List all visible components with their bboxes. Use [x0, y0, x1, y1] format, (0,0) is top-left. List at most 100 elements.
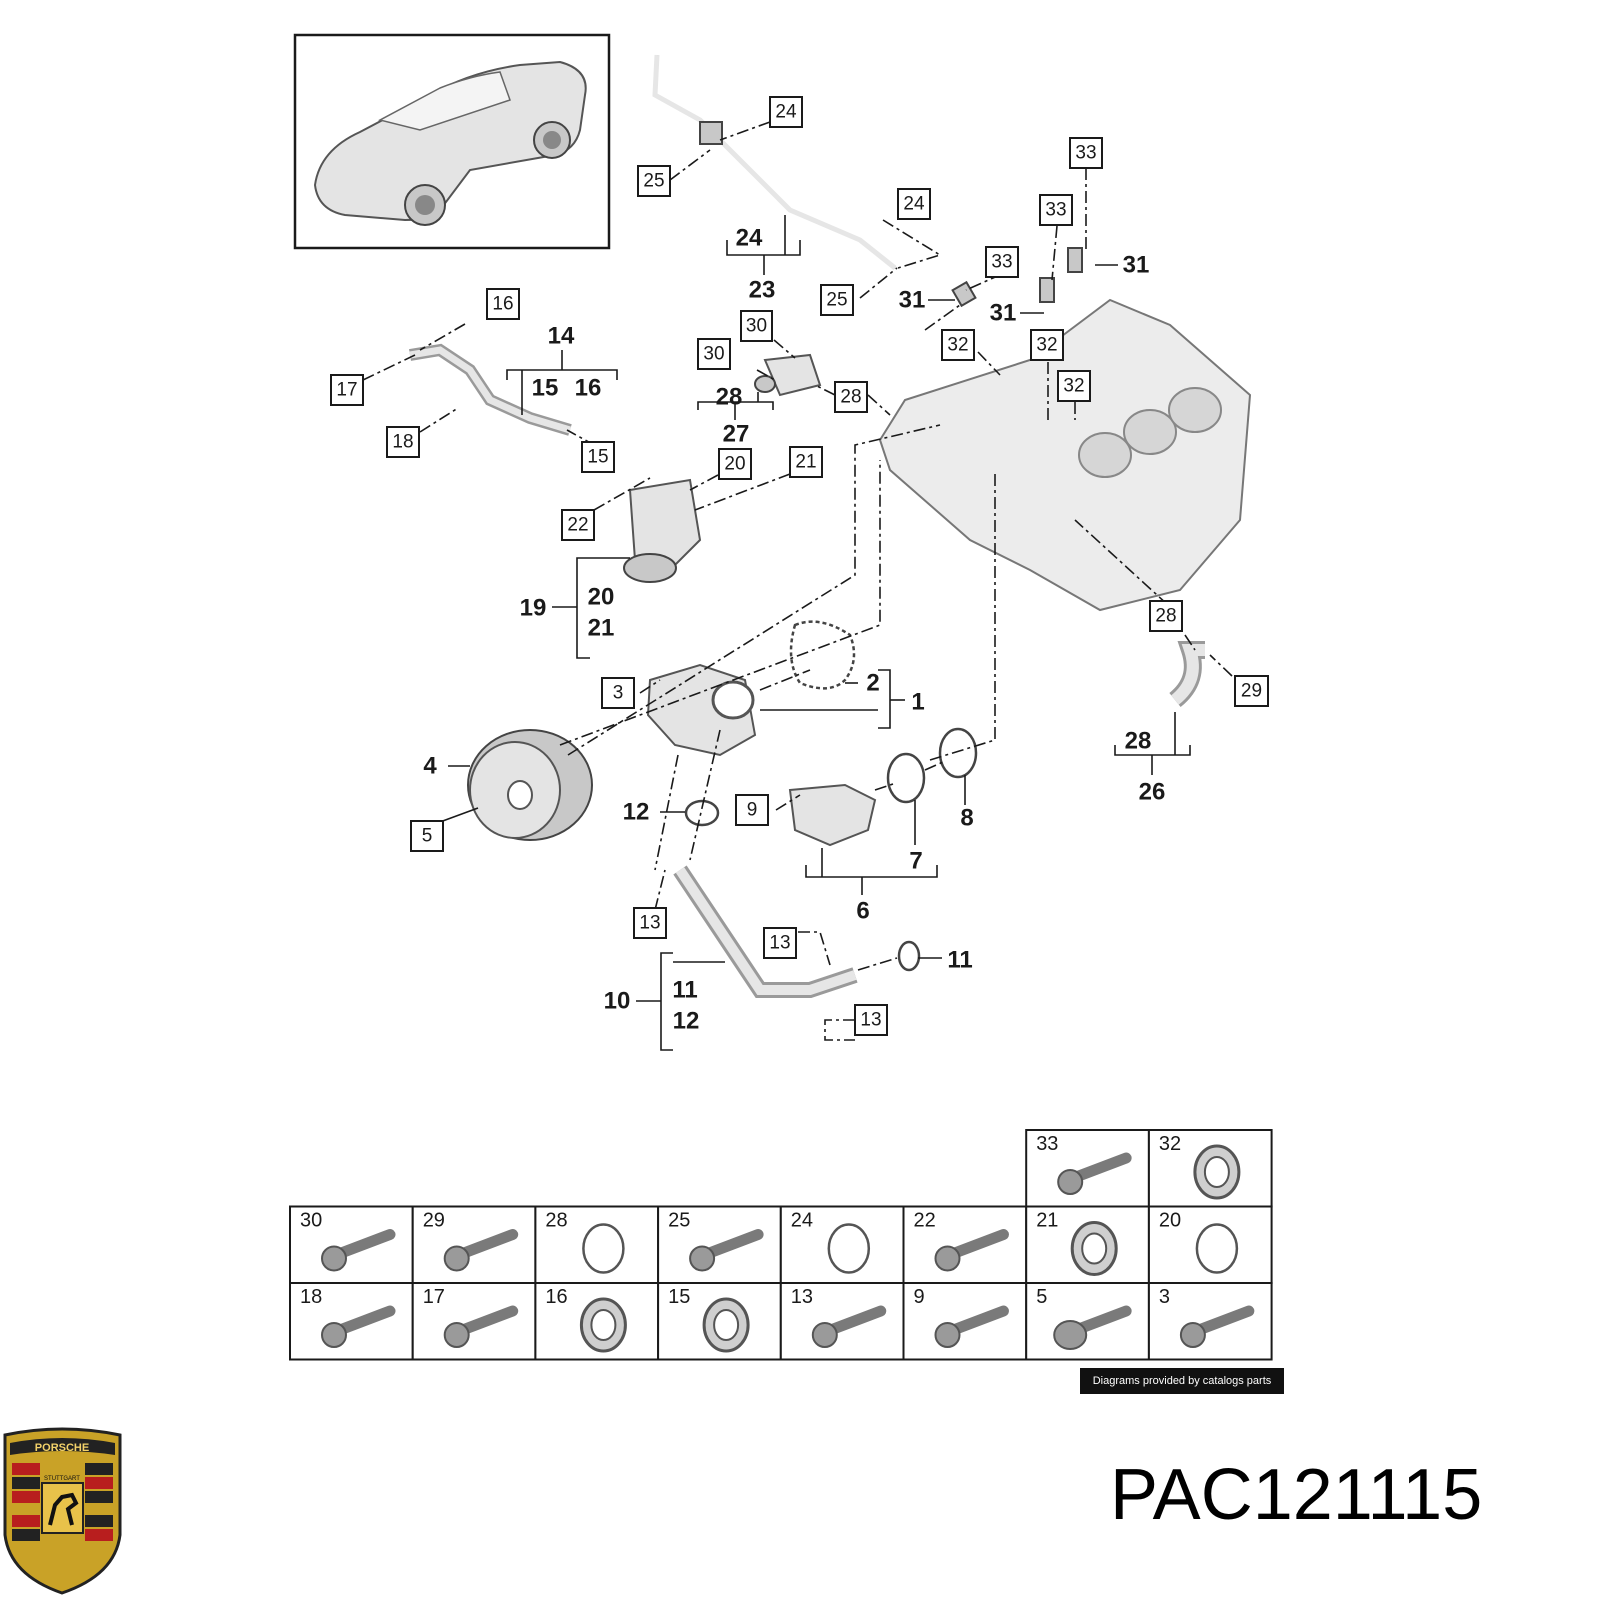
svg-text:STUTTGART: STUTTGART — [44, 1476, 80, 1482]
label-6: 6 — [856, 898, 869, 925]
label-31b: 31 — [990, 300, 1017, 327]
callout-16: 16 — [486, 288, 520, 320]
svg-text:22: 22 — [567, 515, 588, 536]
leader-lines — [362, 121, 1233, 1041]
hardware-item-number: 21 — [1036, 1210, 1058, 1232]
callout-32c: 32 — [1057, 370, 1091, 402]
callout-24b: 24 — [897, 188, 931, 220]
hardware-cell: 30 — [289, 1205, 414, 1284]
callout-15: 15 — [581, 441, 615, 473]
o-ring-8 — [938, 727, 978, 779]
seal-ring-icon — [702, 1297, 750, 1353]
label-1: 1 — [911, 689, 924, 716]
callout-32b: 32 — [1030, 329, 1064, 361]
svg-text:13: 13 — [860, 1010, 881, 1031]
svg-text:9: 9 — [747, 800, 758, 821]
hardware-item-number: 20 — [1159, 1210, 1181, 1232]
label-2: 2 — [866, 670, 879, 697]
callout-20: 20 — [718, 448, 752, 480]
hardware-cell: 33 — [1025, 1129, 1150, 1208]
svg-text:5: 5 — [422, 826, 433, 847]
hardware-item-number: 33 — [1036, 1133, 1058, 1155]
svg-text:32: 32 — [1036, 335, 1057, 356]
o-ring-11 — [897, 940, 921, 972]
hardware-cell: 18 — [289, 1282, 414, 1361]
bold-labels: 24 23 31 31 31 14 15 16 28 27 20 21 19 2… — [423, 225, 1165, 1035]
svg-text:21: 21 — [795, 452, 816, 473]
o-ring-12 — [684, 799, 720, 827]
label-26: 26 — [1139, 779, 1166, 806]
svg-text:32: 32 — [1063, 376, 1084, 397]
hardware-item-number: 9 — [914, 1286, 925, 1308]
bolt-icon — [934, 1305, 1009, 1348]
brand-crest-logo: PORSCHE STUTTGART — [3, 1427, 122, 1595]
hardware-cell: 15 — [657, 1282, 782, 1361]
bolt-icon — [321, 1229, 396, 1272]
o-ring-icon — [582, 1223, 625, 1274]
callout-29: 29 — [1234, 675, 1269, 707]
hardware-item-number: 13 — [791, 1286, 813, 1308]
label-19: 19 — [520, 595, 547, 622]
hardware-item-number: 25 — [668, 1210, 690, 1232]
pipe-10 — [673, 865, 858, 998]
svg-text:24: 24 — [775, 102, 797, 123]
callout-3: 3 — [601, 677, 635, 709]
label-27: 27 — [723, 421, 750, 448]
bracket-lines — [439, 215, 1191, 1051]
label-16: 16 — [575, 375, 602, 402]
svg-text:13: 13 — [769, 933, 790, 954]
svg-text:18: 18 — [392, 432, 413, 453]
label-31c: 31 — [1123, 252, 1150, 279]
label-14: 14 — [548, 323, 575, 350]
callout-28a: 28 — [834, 381, 868, 413]
label-12b: 12 — [673, 1008, 700, 1035]
flange-27 — [754, 353, 822, 397]
upper-coolant-pipe — [652, 54, 897, 270]
flange-bolt-icon — [1053, 1305, 1132, 1350]
callout-9: 9 — [735, 794, 769, 826]
callout-21: 21 — [789, 446, 823, 478]
hardware-cell: 24 — [779, 1205, 905, 1284]
vehicle-thumbnail — [293, 33, 611, 250]
callout-13a: 13 — [633, 907, 667, 939]
svg-text:20: 20 — [724, 454, 745, 475]
label-20: 20 — [588, 584, 615, 611]
hardware-cell: 21 — [1025, 1205, 1150, 1284]
o-ring-7 — [886, 752, 926, 804]
callout-32a: 32 — [941, 329, 975, 361]
o-ring-icon — [827, 1223, 871, 1274]
label-12a: 12 — [623, 799, 650, 826]
callout-18: 18 — [386, 426, 420, 458]
svg-text:33: 33 — [1045, 200, 1066, 221]
hardware-item-number: 30 — [300, 1210, 322, 1232]
gasket-2 — [789, 620, 856, 690]
svg-text:28: 28 — [1155, 606, 1176, 627]
hardware-cell: 13 — [779, 1282, 905, 1361]
hardware-cell: 5 — [1025, 1282, 1150, 1361]
svg-text:13: 13 — [639, 913, 660, 934]
svg-text:30: 30 — [703, 344, 724, 365]
seal-ring-icon — [1070, 1221, 1118, 1276]
bolt-icon — [321, 1305, 396, 1348]
label-4: 4 — [423, 753, 437, 780]
seal-ring-icon — [1193, 1144, 1241, 1200]
hose-26 — [1169, 641, 1205, 708]
hardware-item-number: 29 — [423, 1210, 445, 1232]
callout-22: 22 — [561, 509, 595, 541]
callout-33c: 33 — [985, 246, 1019, 278]
hardware-cell: 25 — [657, 1205, 782, 1284]
callout-28b: 28 — [1149, 600, 1183, 632]
o-ring-icon — [1195, 1223, 1239, 1274]
bolt-icon — [1057, 1152, 1132, 1195]
label-15: 15 — [532, 375, 559, 402]
hardware-item-number: 15 — [668, 1286, 690, 1308]
label-23: 23 — [749, 277, 776, 304]
hardware-item-number: 3 — [1159, 1286, 1170, 1308]
sensors-31 — [951, 247, 1083, 308]
hardware-item-number: 16 — [545, 1286, 567, 1308]
hardware-cell: 16 — [534, 1282, 660, 1361]
label-31a: 31 — [899, 287, 926, 314]
label-11a: 11 — [947, 947, 972, 974]
bolt-icon — [934, 1229, 1009, 1272]
svg-text:33: 33 — [991, 252, 1012, 273]
